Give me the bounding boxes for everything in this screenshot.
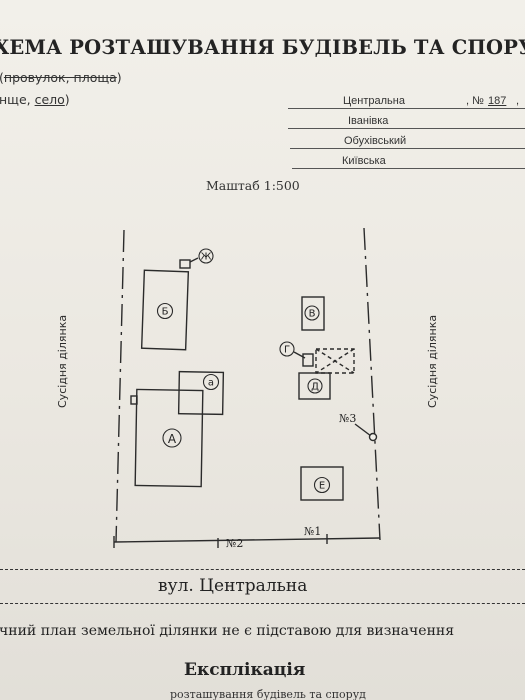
building-e: [300, 466, 344, 501]
address-number-label: , №: [466, 95, 484, 107]
label-a: А: [168, 432, 177, 446]
address-region: Київська: [342, 155, 386, 167]
explication-subtitle: розташування будівель та споруд: [170, 688, 366, 700]
neighbor-right-label: Сусідня ділянка: [426, 315, 439, 408]
address-district-line: Обухівський: [290, 128, 525, 149]
crossed-structure: [315, 348, 355, 374]
subtitle-prefix: нще,: [0, 92, 35, 107]
label-point-2: №2: [226, 537, 243, 550]
label-e: Е: [319, 481, 325, 492]
subtitle-close-paren: ): [116, 70, 122, 85]
label-g: Г: [284, 345, 290, 356]
street-name: вул. Центральна: [158, 576, 308, 596]
label-point-1: №1: [304, 525, 321, 538]
street-boundary-bottom: [0, 603, 525, 604]
explication-title: Експлікація: [184, 660, 306, 680]
building-a: [134, 388, 204, 488]
subtitle-open-paren: (: [0, 70, 4, 85]
address-village-line: Іванівка: [288, 108, 525, 129]
label-point-3: №3: [339, 412, 356, 425]
extension-a: [177, 370, 225, 416]
building-d: [298, 372, 331, 400]
left-boundary-line: [115, 229, 125, 543]
scale-label: Маштаб 1:500: [206, 178, 300, 193]
neighbor-left-label: Сусідня ділянка: [56, 315, 69, 408]
subtitle-underlined-village: село: [34, 92, 65, 107]
label-v: В: [309, 309, 316, 320]
address-number: 187: [488, 95, 507, 107]
building-b: [140, 269, 190, 351]
label-zh: Ж: [201, 252, 212, 263]
point-3-marker: [368, 432, 378, 442]
subtitle-struck-text: провулок, площа: [3, 70, 117, 85]
label-b: Б: [162, 307, 169, 318]
street-boundary-top: [0, 569, 525, 570]
address-village: Іванівка: [348, 115, 389, 127]
document-title: ХЕМА РОЗТАШУВАННЯ БУДІВЕЛЬ ТА СПОРУД: [0, 36, 525, 59]
address-street-line: Центральна , № 187 ,: [288, 88, 525, 109]
label-a-small: а: [208, 378, 214, 389]
subtitle-line-1: (провулок, площа): [0, 70, 122, 85]
building-g: [302, 353, 314, 367]
footer-note: чний план земельної ділянки не є підстав…: [0, 623, 455, 639]
building-zh: [179, 259, 191, 269]
subtitle-line-2: нще, село): [0, 92, 70, 107]
building-v: [301, 296, 325, 331]
subtitle-suffix: ): [64, 92, 70, 107]
address-number-suffix: ,: [516, 95, 520, 107]
right-boundary-line: [363, 227, 381, 541]
address-district: Обухівський: [344, 135, 407, 147]
porch-a: [130, 395, 138, 405]
label-d: Д: [311, 382, 319, 393]
front-boundary-line: [113, 537, 381, 543]
address-region-line: Київська: [292, 148, 525, 169]
address-street: Центральна: [343, 95, 405, 107]
